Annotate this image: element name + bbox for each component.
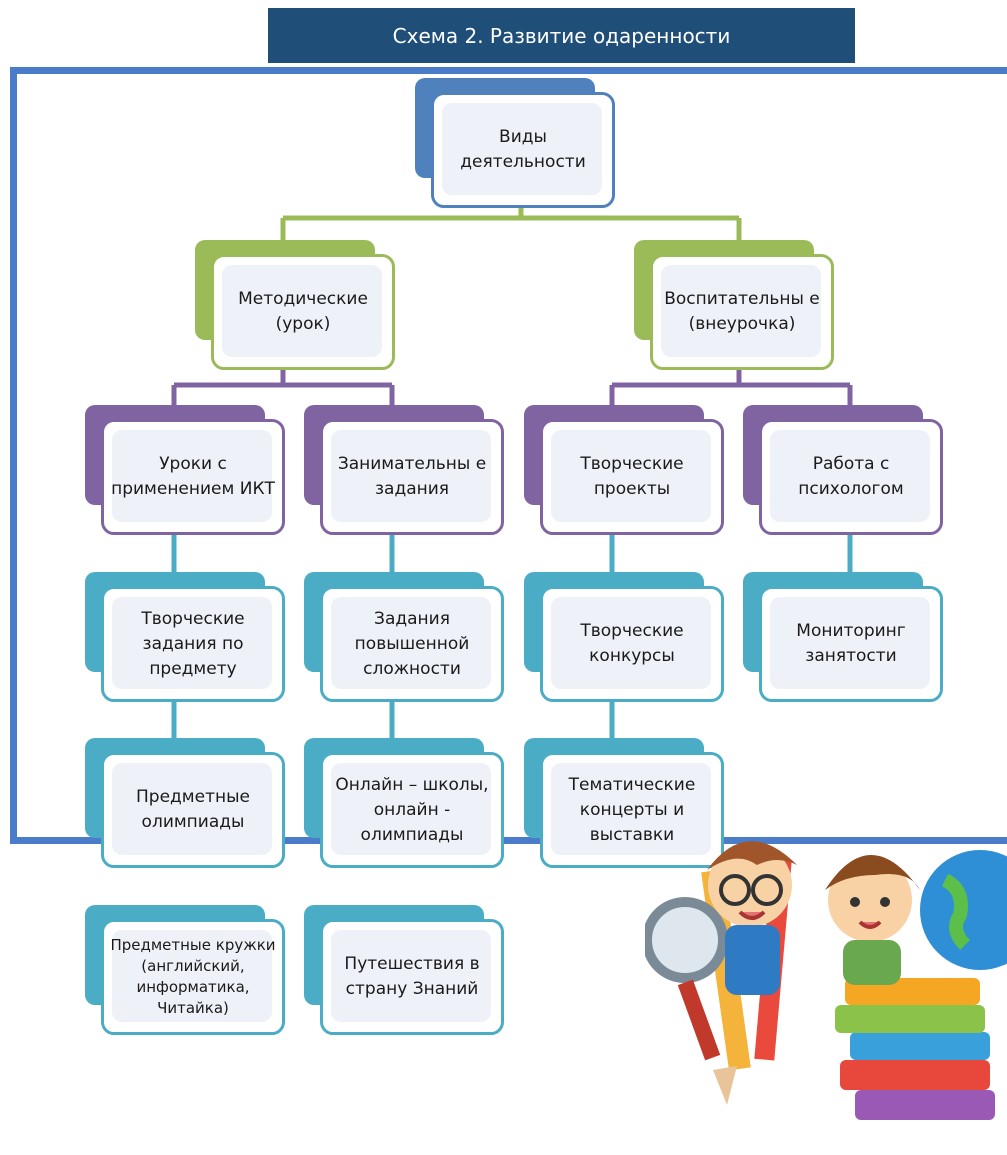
node-label: Творческие задания по предмету <box>141 608 245 679</box>
node-label: Предметные кружки (английский, информати… <box>110 936 276 1017</box>
node-educational: Воспитательны е (внеурочка) <box>634 240 834 370</box>
node-activity-types: Виды деятельности <box>415 78 615 208</box>
node-label: Творческие проекты <box>580 454 684 499</box>
node-label: Тематические концерты и выставки <box>568 774 696 845</box>
node-label: Воспитательны е (внеурочка) <box>664 289 820 334</box>
node-label: Творческие конкурсы <box>580 621 684 666</box>
node-label: Задания повышенной сложности <box>354 608 470 679</box>
node-creative-contests: Творческие конкурсы <box>524 572 724 702</box>
node-label: Мониторинг занятости <box>796 621 906 666</box>
node-label: Виды деятельности <box>460 127 586 172</box>
node-methodical: Методические (урок) <box>195 240 395 370</box>
node-label: Путешествия в страну Знаний <box>344 954 480 999</box>
node-ikt-lessons: Уроки с применением ИКТ <box>85 405 285 535</box>
node-label: Методические (урок) <box>238 289 368 334</box>
children-with-books-illustration <box>645 841 1007 1120</box>
diagram-frame <box>10 67 1007 844</box>
node-journeys: Путешествия в страну Знаний <box>304 905 504 1035</box>
node-entertaining-tasks: Занимательны е задания <box>304 405 504 535</box>
node-creative-tasks: Творческие задания по предмету <box>85 572 285 702</box>
node-advanced-tasks: Задания повышенной сложности <box>304 572 504 702</box>
node-label: Предметные олимпиады <box>136 787 250 832</box>
node-online-schools: Онлайн – школы, онлайн - олимпиады <box>304 738 504 868</box>
node-label: Онлайн – школы, онлайн - олимпиады <box>335 774 489 845</box>
node-label: Работа с психологом <box>798 454 904 499</box>
node-monitoring: Мониторинг занятости <box>743 572 943 702</box>
node-label: Уроки с применением ИКТ <box>111 454 275 499</box>
node-psychologist: Работа с психологом <box>743 405 943 535</box>
node-creative-projects: Творческие проекты <box>524 405 724 535</box>
node-olympiads: Предметные олимпиады <box>85 738 285 868</box>
node-label: Занимательны е задания <box>337 454 487 499</box>
diagram-title: Схема 2. Развитие одаренности <box>268 8 855 63</box>
node-concerts: Тематические концерты и выставки <box>524 738 724 868</box>
node-clubs: Предметные кружки (английский, информати… <box>85 905 285 1035</box>
